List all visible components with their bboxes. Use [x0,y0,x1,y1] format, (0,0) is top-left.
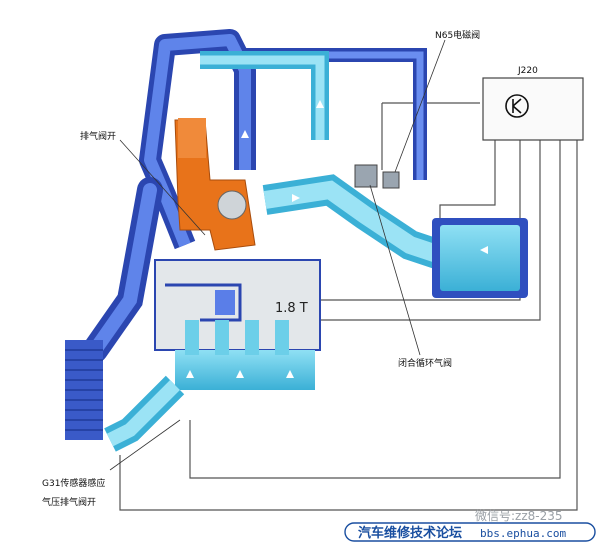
intake-manifold [104,320,315,452]
footer-banner: 汽车维修技术论坛 bbs.ephua.com [344,522,596,542]
label-g31-line1: G31传感器感应 [42,477,105,489]
label-recirc-valve: 闭合循环气阀 [398,357,452,369]
label-ecu: J220 [517,66,538,76]
label-g31-line2: 气压排气阀开 [42,496,96,508]
intake-pipe [200,51,445,270]
flow-arrows [186,90,488,378]
footer-site-name: 汽车维修技术论坛 [358,525,462,541]
footer-url: bbs.ephua.com [480,527,566,540]
label-n65: N65电磁阀 [435,29,480,41]
air-filter-box [432,218,528,298]
label-engine: 1.8 T [275,301,308,316]
watermark-text: 微信号:zz8-235 [475,509,563,523]
engine-block [154,259,321,351]
label-wastegate: 排气阀开 [80,130,116,142]
ecu-j220-box [482,77,584,141]
intercooler [65,340,103,440]
valves [354,164,400,189]
label-leaders [109,39,446,471]
signal-wires [119,102,578,511]
turbocharger [174,118,256,251]
